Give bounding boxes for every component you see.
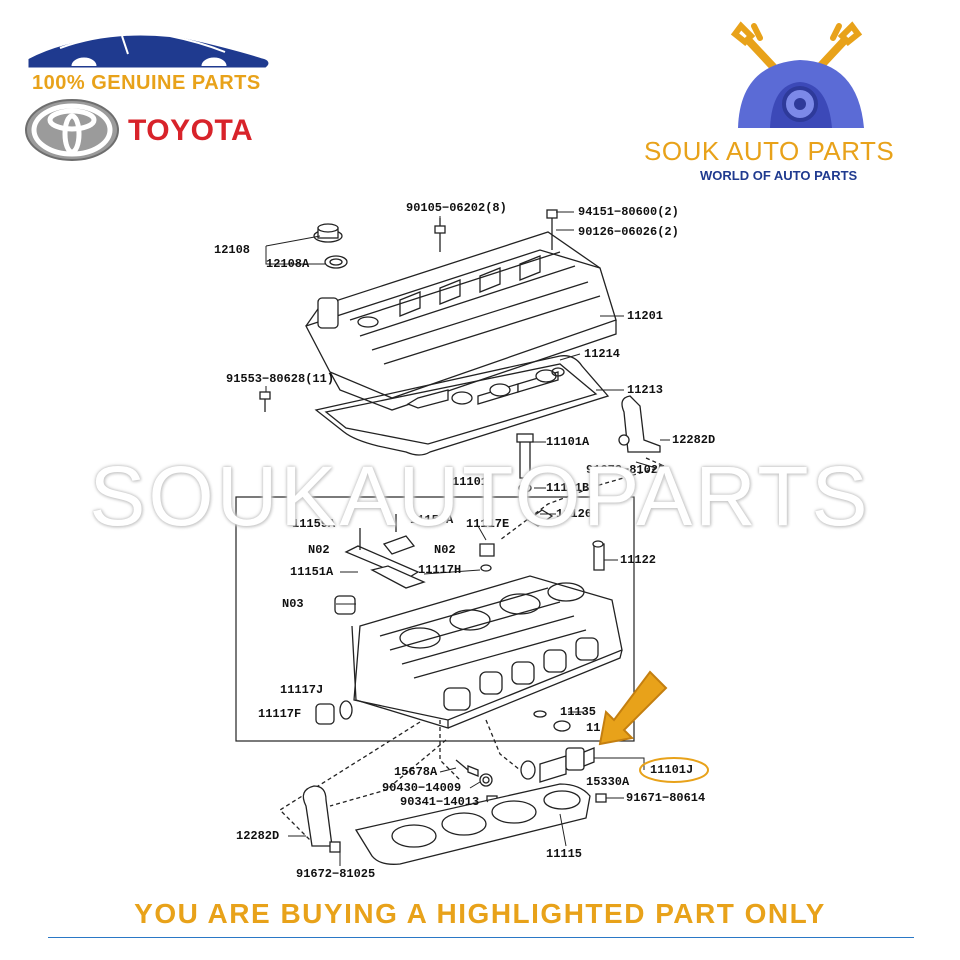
- part-label: 11135: [560, 705, 597, 719]
- part-label: 90105−06202(8): [406, 201, 507, 215]
- cylinder-head-part: [351, 575, 623, 729]
- part-label: 12108A: [266, 257, 310, 271]
- highlighted-part-label: 11101J: [650, 763, 694, 777]
- highlight-oval: [639, 757, 709, 783]
- leader-lines: [265, 211, 670, 866]
- souk-logo-icon: [730, 21, 864, 128]
- head-assembly-frame: [235, 496, 635, 742]
- part-label: 90126−06026(2): [578, 225, 679, 239]
- parts-exploded-drawing: [235, 209, 666, 865]
- hole-plug-part: [334, 595, 356, 615]
- part-label: 11101: [452, 475, 489, 489]
- part-label: 11213: [627, 383, 664, 397]
- part-label: 91553−80628(11): [226, 372, 335, 386]
- part-label: N02: [434, 543, 456, 557]
- part-label: 12108: [214, 243, 251, 257]
- part-label: 91671−80614: [626, 791, 706, 805]
- plug-parts: [479, 540, 605, 572]
- part-label: 90341−14013: [400, 795, 480, 809]
- part-label: 11214: [584, 347, 621, 361]
- highlight-arrow-icon: [598, 670, 668, 746]
- part-label: 11117E: [466, 517, 510, 531]
- part-label: 11159A: [410, 513, 454, 527]
- part-label: 11101A: [546, 435, 590, 449]
- part-label: 11117J: [280, 683, 324, 697]
- part-label: N03: [282, 597, 304, 611]
- part-label: 11151A: [290, 565, 334, 579]
- bracket-top-part: [621, 395, 661, 453]
- part-label: 12282D: [236, 829, 280, 843]
- cover-gasket-part: [314, 355, 610, 456]
- bracket-bottom-part: [302, 785, 333, 847]
- part-label: 11117H: [418, 563, 462, 577]
- part-label: 15678A: [394, 765, 438, 779]
- brand-name: TOYOTA: [128, 114, 254, 147]
- bolts-part: [259, 209, 558, 412]
- part-label: 91672−81025: [296, 867, 376, 881]
- oil-cap-part: [313, 223, 348, 269]
- part-label: 11122: [620, 553, 657, 567]
- footer-divider: [48, 937, 914, 938]
- part-label: N02: [308, 543, 330, 557]
- plug-seal-part: [406, 367, 565, 409]
- part-label: 11201: [627, 309, 664, 323]
- car-silhouette-icon: [28, 33, 269, 68]
- part-label: 91672−81025: [586, 463, 666, 477]
- cylinder-head-cover-part: [305, 231, 617, 411]
- toyota-emblem-icon: [25, 99, 119, 161]
- part-label: 11117F: [258, 707, 302, 721]
- part-label: 11159A: [292, 517, 336, 531]
- head-gasket-part: [354, 783, 591, 865]
- part-label: 11: [586, 721, 601, 735]
- part-label: 11115: [546, 847, 583, 861]
- oil-control-valve-part: [520, 747, 607, 803]
- part-label: 90430−14009: [382, 781, 462, 795]
- footer-notice: YOU ARE BUYING A HIGHLIGHTED PART ONLY: [134, 898, 826, 929]
- part-label: 15330A: [586, 775, 630, 789]
- part-label: 12282D: [672, 433, 716, 447]
- part-label: 94151−80600(2): [578, 205, 679, 219]
- part-label: 11126: [556, 507, 593, 521]
- part-label: 11101B: [546, 481, 590, 495]
- store-tagline: WORLD OF AUTO PARTS: [700, 168, 858, 183]
- bearing-cap-part: [344, 514, 426, 589]
- genuine-parts-text: 100% GENUINE PARTS: [32, 72, 261, 94]
- store-name: SOUK AUTO PARTS: [644, 136, 895, 166]
